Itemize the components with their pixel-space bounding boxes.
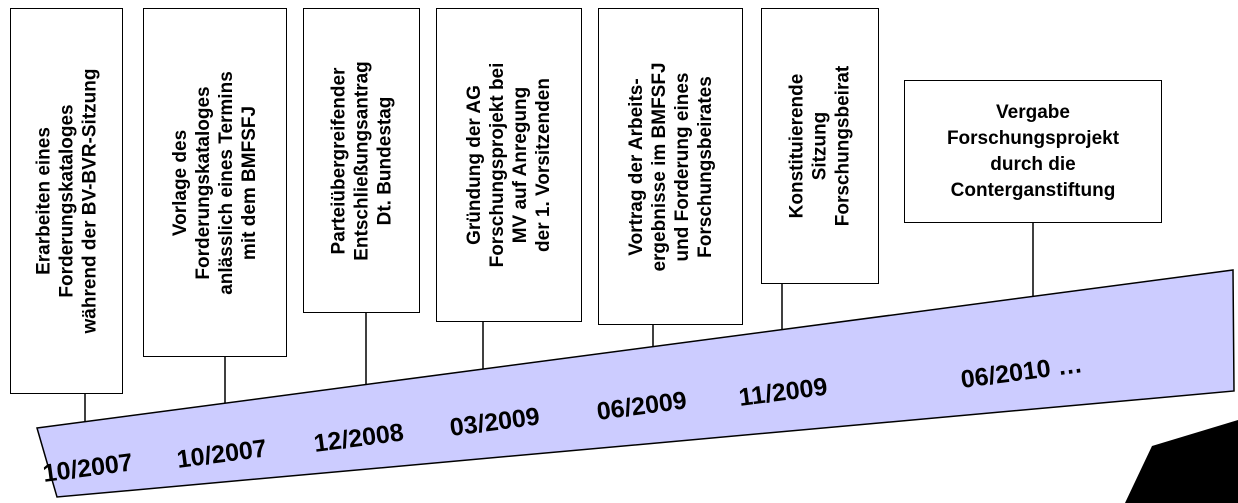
event-1-text: Erarbeiten eines Forderungskataloges wäh… xyxy=(32,69,101,334)
connector-lines xyxy=(84,223,1034,436)
timeline-band xyxy=(36,269,1235,498)
event-text-line: Vortrag der Arbeits- xyxy=(625,77,647,256)
event-box-1: Erarbeiten eines Forderungskataloges wäh… xyxy=(10,8,123,394)
event-text-line: Erarbeiten eines xyxy=(33,127,54,275)
event-text-line: durch die xyxy=(990,153,1076,175)
event-text-line: Forderungskataloges xyxy=(193,85,214,280)
event-3-text: Parteiübergreifender Entschließungsantra… xyxy=(327,61,396,261)
event-text-line: Conterganstiftung xyxy=(950,179,1116,201)
event-text-line: und Forderung eines xyxy=(671,72,693,261)
event-text-line: Forschungsbeirates xyxy=(694,75,716,258)
event-text-line: Entschließungsantrag xyxy=(351,60,372,261)
event-box-5: Vortrag der Arbeits- ergebnisse im BMFSF… xyxy=(598,8,743,325)
event-6-text: Konstituierende Sitzung Forschungsbeirat xyxy=(786,66,855,226)
event-box-4: Gründung der AG Forschungsprojekt bei MV… xyxy=(436,8,582,322)
event-box-2: Vorlage des Forderungskataloges anlässli… xyxy=(143,8,287,357)
event-2-text: Vorlage des Forderungskataloges anlässli… xyxy=(169,71,261,295)
event-text-line: während der BV-BVR-Sitzung xyxy=(79,68,100,334)
event-box-7: Vergabe Forschungsprojekt durch die Cont… xyxy=(904,80,1162,223)
event-text-line: MV auf Anregung xyxy=(510,86,531,244)
event-4-text: Gründung der AG Forschungsprojekt bei MV… xyxy=(463,63,555,268)
event-text-line: mit dem BMFSFJ xyxy=(239,105,260,260)
event-text-line: Sitzung xyxy=(809,111,831,181)
event-5-text: Vortrag der Arbeits- ergebnisse im BMFSF… xyxy=(625,62,717,271)
event-text-line: anlässlich eines Termins xyxy=(216,70,237,295)
event-box-6: Konstituierende Sitzung Forschungsbeirat xyxy=(761,8,879,284)
event-text-line: Dt. Bundestag xyxy=(374,96,395,225)
event-text-line: Parteiübergreifender xyxy=(328,67,349,254)
event-box-3: Parteiübergreifender Entschließungsantra… xyxy=(303,8,420,313)
event-text-line: Konstituierende xyxy=(786,73,808,219)
event-text-line: der 1. Vorsitzenden xyxy=(533,78,554,252)
event-text-line: Forschungsprojekt xyxy=(946,127,1120,149)
event-text-line: Forschungsbeirat xyxy=(832,65,854,227)
event-text-line: Forderungskataloges xyxy=(56,104,77,298)
event-7-text: Vergabe Forschungsprojekt durch die Cont… xyxy=(905,100,1161,204)
event-text-line: Vergabe xyxy=(996,101,1070,123)
chevron-logo-icon xyxy=(1125,420,1238,503)
event-text-line: Forschungsprojekt bei xyxy=(487,62,508,268)
event-text-line: Gründung der AG xyxy=(464,85,485,245)
event-text-line: ergebnisse im BMFSFJ xyxy=(648,61,670,272)
event-text-line: Vorlage des xyxy=(170,129,191,236)
